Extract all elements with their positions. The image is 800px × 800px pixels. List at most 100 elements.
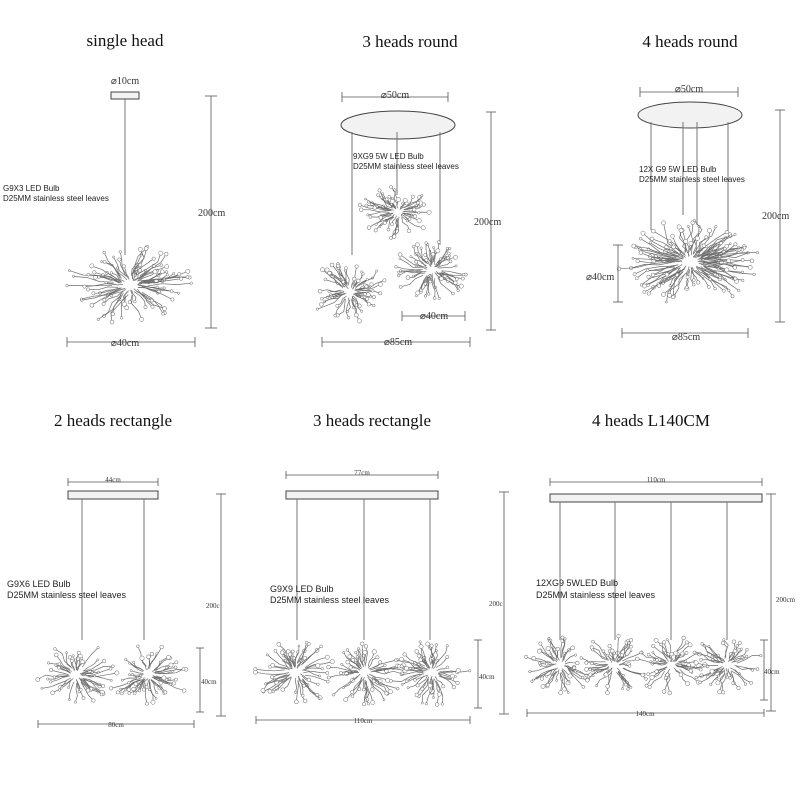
twig [559, 672, 563, 693]
leaf-tip [425, 641, 431, 647]
height-dimension: 200c [489, 600, 503, 608]
twig [283, 660, 293, 670]
twig [542, 671, 556, 687]
leaf-tip [728, 242, 732, 246]
leaf-tip [119, 687, 122, 691]
leaf-tip [53, 652, 59, 658]
twig [349, 656, 361, 668]
twig [425, 242, 431, 263]
twig [329, 290, 345, 292]
leaf-tip [81, 696, 86, 700]
leaf-tip [373, 228, 378, 233]
twig [423, 657, 431, 668]
leaf-tip [539, 676, 545, 681]
twig [651, 668, 666, 678]
twig [404, 202, 419, 210]
twig [272, 672, 289, 678]
leaf-tip [670, 233, 675, 239]
leaf-tip [91, 291, 96, 296]
leaf-tip [640, 672, 645, 678]
twig [697, 245, 716, 258]
leaf-tip [667, 690, 672, 696]
twig [427, 643, 434, 664]
leaf-tip [35, 677, 40, 682]
leaf-tip [400, 683, 404, 686]
twig [699, 668, 719, 683]
twig [278, 644, 292, 665]
twig [130, 670, 144, 674]
twig [129, 662, 143, 672]
twig [677, 661, 695, 664]
twig [698, 266, 721, 278]
height-dimension-line [766, 493, 776, 712]
light-cluster [253, 640, 335, 705]
twig [701, 259, 729, 262]
twig [133, 679, 145, 690]
twig [533, 669, 553, 681]
leaf-tip [745, 648, 749, 652]
twig [80, 678, 92, 689]
leaf-tip [109, 294, 113, 298]
leaf-tip [155, 652, 159, 656]
twig [732, 649, 748, 661]
twig [47, 675, 68, 680]
leaf-tip [117, 257, 122, 262]
twig [400, 268, 424, 272]
twig [622, 667, 643, 676]
twig [133, 291, 146, 308]
leaf-tip [453, 254, 458, 260]
light-cluster [35, 646, 120, 704]
twig [421, 681, 430, 704]
leaf-tip [631, 256, 635, 260]
leaf-tip [65, 651, 68, 655]
leaf-tip [65, 284, 69, 288]
leaf-tip [370, 700, 376, 705]
twig [703, 250, 737, 260]
twig [295, 645, 300, 665]
leaf-tip [416, 201, 420, 205]
twig [111, 677, 138, 689]
leaf-tip [364, 197, 367, 201]
leaf-tip [161, 675, 167, 681]
width-dimension: 80cm [108, 721, 124, 729]
light-cluster [315, 262, 387, 324]
leaf-tip [338, 670, 343, 675]
twig [125, 659, 143, 671]
light-cluster [616, 219, 760, 304]
twig [420, 646, 429, 666]
leaf-tip [347, 316, 351, 320]
leaf-tip [332, 693, 336, 697]
twig [438, 675, 455, 688]
leaf-tip [402, 652, 407, 657]
twig [69, 681, 75, 700]
leaf-tip [165, 273, 169, 277]
leaf-tip [128, 661, 131, 665]
leaf-tip [417, 204, 421, 208]
leaf-tip [86, 287, 90, 292]
width-dimension: ⌀85cm [384, 337, 412, 348]
twig [398, 665, 423, 671]
twig [395, 659, 422, 669]
leaf-tip [665, 638, 669, 641]
twig [338, 268, 348, 286]
leaf-tip [133, 681, 138, 687]
leaf-tip [165, 270, 169, 274]
twig [347, 297, 351, 312]
leaf-tip [567, 679, 571, 683]
twig [533, 658, 553, 664]
leaf-tip [394, 265, 398, 269]
panel-title: 4 heads round [642, 32, 738, 51]
leaf-tip [335, 303, 340, 308]
leaf-tip [149, 651, 155, 657]
leaf-tip [601, 649, 606, 653]
leaf-tip [329, 659, 335, 665]
leaf-tip [639, 651, 643, 655]
leaf-tip [454, 264, 458, 268]
leaf-tip [539, 663, 542, 667]
twig [148, 682, 154, 703]
leaf-tip [169, 682, 173, 686]
ceiling-canopy [340, 110, 456, 140]
twig [609, 651, 614, 662]
twig [607, 670, 613, 687]
twig [641, 267, 675, 286]
